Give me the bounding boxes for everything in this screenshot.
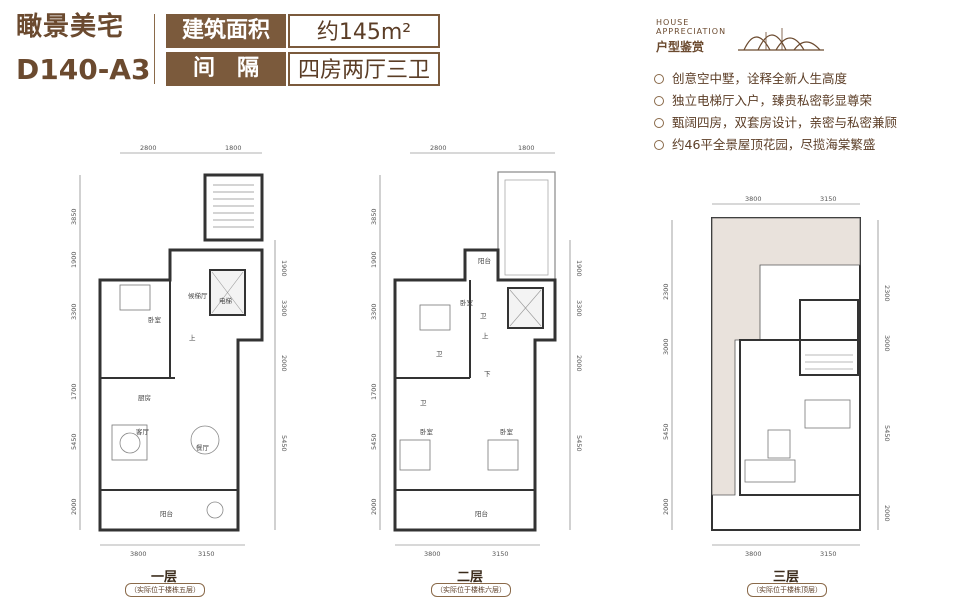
layout-value: 四房两厅三卫	[288, 52, 440, 86]
layout-label: 间 隔	[166, 52, 286, 86]
brand-english: HOUSE APPRECIATION	[656, 18, 726, 36]
dim-left-1: 2300	[662, 283, 670, 300]
dim-left-2: 3000	[662, 338, 670, 355]
room-label: 厨房	[138, 393, 151, 402]
dim-right-1: 2300	[883, 285, 891, 302]
dim-right-2: 3300	[280, 300, 288, 317]
dim-right-4: 5450	[575, 435, 583, 452]
floor-label-2: 二层	[456, 570, 483, 585]
floor-note-3: （实际位于楼栋顶层）	[747, 583, 827, 597]
dim-right-2: 3300	[575, 300, 583, 317]
dim-bottom-1: 3800	[130, 550, 147, 558]
dim-right-4: 5450	[280, 435, 288, 452]
dim-top-1: 3800	[745, 195, 762, 203]
dim-right-4: 2000	[883, 505, 891, 522]
project-name: 瞰景美宅	[16, 12, 125, 42]
room-label: 候梯厅	[188, 291, 208, 300]
feature-item: 约46平全景屋顶花园，尽揽海棠繁盛	[654, 134, 897, 156]
floor-label-1: 一层	[150, 570, 177, 585]
brand-line-2: APPRECIATION	[656, 27, 727, 36]
room-label: 阳台	[475, 509, 488, 518]
dim-left-1: 3850	[370, 208, 378, 225]
dim-right-1: 1900	[575, 260, 583, 277]
bullet-icon	[654, 140, 664, 150]
unit-code: D140-A3	[16, 53, 151, 86]
area-value: 约145m²	[288, 14, 440, 48]
dim-left-4: 1700	[70, 383, 78, 400]
feature-item: 独立电梯厅入户，臻贵私密彰显尊荣	[654, 90, 897, 112]
room-label: 卧室	[500, 427, 514, 436]
dim-top-2: 3150	[820, 195, 837, 203]
dim-left-3: 5450	[662, 423, 670, 440]
dim-bottom-1: 3800	[424, 550, 441, 558]
room-label: 卫	[420, 399, 427, 407]
floor-plan-3: 3800 3150 3800 3150 2300 3000 5450 2000 …	[662, 195, 891, 558]
floor-note-1: （实际位于楼栋五层）	[125, 583, 205, 597]
dim-left-3: 3300	[70, 303, 78, 320]
floor-plan-2: 2800 1800 3800 3150 3850 1900 3300 1700 …	[370, 144, 583, 558]
dim-bottom-2: 3150	[492, 550, 509, 558]
dim-left-3: 3300	[370, 303, 378, 320]
bullet-icon	[654, 118, 664, 128]
room-label: 卧室	[148, 315, 162, 324]
dim-left-2: 1900	[70, 251, 78, 268]
building-logo-icon	[738, 28, 824, 51]
room-label: 客厅	[136, 427, 150, 436]
dim-bottom-2: 3150	[820, 550, 837, 558]
dim-right-3: 5450	[883, 425, 891, 442]
feature-item: 创意空中墅，诠释全新人生高度	[654, 68, 897, 90]
brand-line-1: HOUSE	[656, 18, 690, 27]
room-label: 卫	[480, 312, 487, 320]
floor-label-3: 三层	[772, 570, 799, 585]
dim-right-3: 2000	[575, 355, 583, 372]
room-label: 阳台	[478, 256, 491, 265]
floor-note-2: （实际位于楼栋六层）	[431, 583, 511, 597]
header-divider	[154, 14, 155, 84]
dim-left-4: 2000	[662, 498, 670, 515]
dim-top-1: 2800	[430, 144, 447, 152]
room-label: 餐厅	[196, 443, 210, 452]
dim-top-2: 1800	[225, 144, 242, 152]
dim-left-5: 5450	[70, 433, 78, 450]
bullet-icon	[654, 96, 664, 106]
dim-right-1: 1900	[280, 260, 288, 277]
dim-right-3: 2000	[280, 355, 288, 372]
room-label: 上	[189, 333, 196, 342]
room-label: 上	[482, 331, 489, 340]
area-label: 建筑面积	[166, 14, 286, 48]
room-label: 电梯	[219, 296, 233, 305]
room-label: 下	[484, 370, 491, 378]
bullet-icon	[654, 74, 664, 84]
dim-left-2: 1900	[370, 251, 378, 268]
dim-top-2: 1800	[518, 144, 535, 152]
dim-right-2: 3000	[883, 335, 891, 352]
dim-bottom-2: 3150	[198, 550, 215, 558]
dim-left-4: 1700	[370, 383, 378, 400]
dim-left-6: 2000	[70, 498, 78, 515]
dim-top-1: 2800	[140, 144, 157, 152]
dim-left-6: 2000	[370, 498, 378, 515]
dim-bottom-1: 3800	[745, 550, 762, 558]
room-label: 卫	[436, 350, 443, 358]
dim-left-5: 5450	[370, 433, 378, 450]
dim-left-1: 3850	[70, 208, 78, 225]
room-label: 卧室	[420, 427, 434, 436]
room-label: 卧室	[460, 298, 474, 307]
feature-list: 创意空中墅，诠释全新人生高度 独立电梯厅入户，臻贵私密彰显尊荣 甄阔四房，双套房…	[654, 68, 897, 156]
brand-title: 户型鉴赏	[656, 40, 705, 54]
feature-item: 甄阔四房，双套房设计，亲密与私密兼顾	[654, 112, 897, 134]
room-label: 阳台	[160, 509, 173, 518]
floor-plan-1: 2800 1800 3800 3150 3850 1900 3300 1700 …	[70, 144, 288, 558]
